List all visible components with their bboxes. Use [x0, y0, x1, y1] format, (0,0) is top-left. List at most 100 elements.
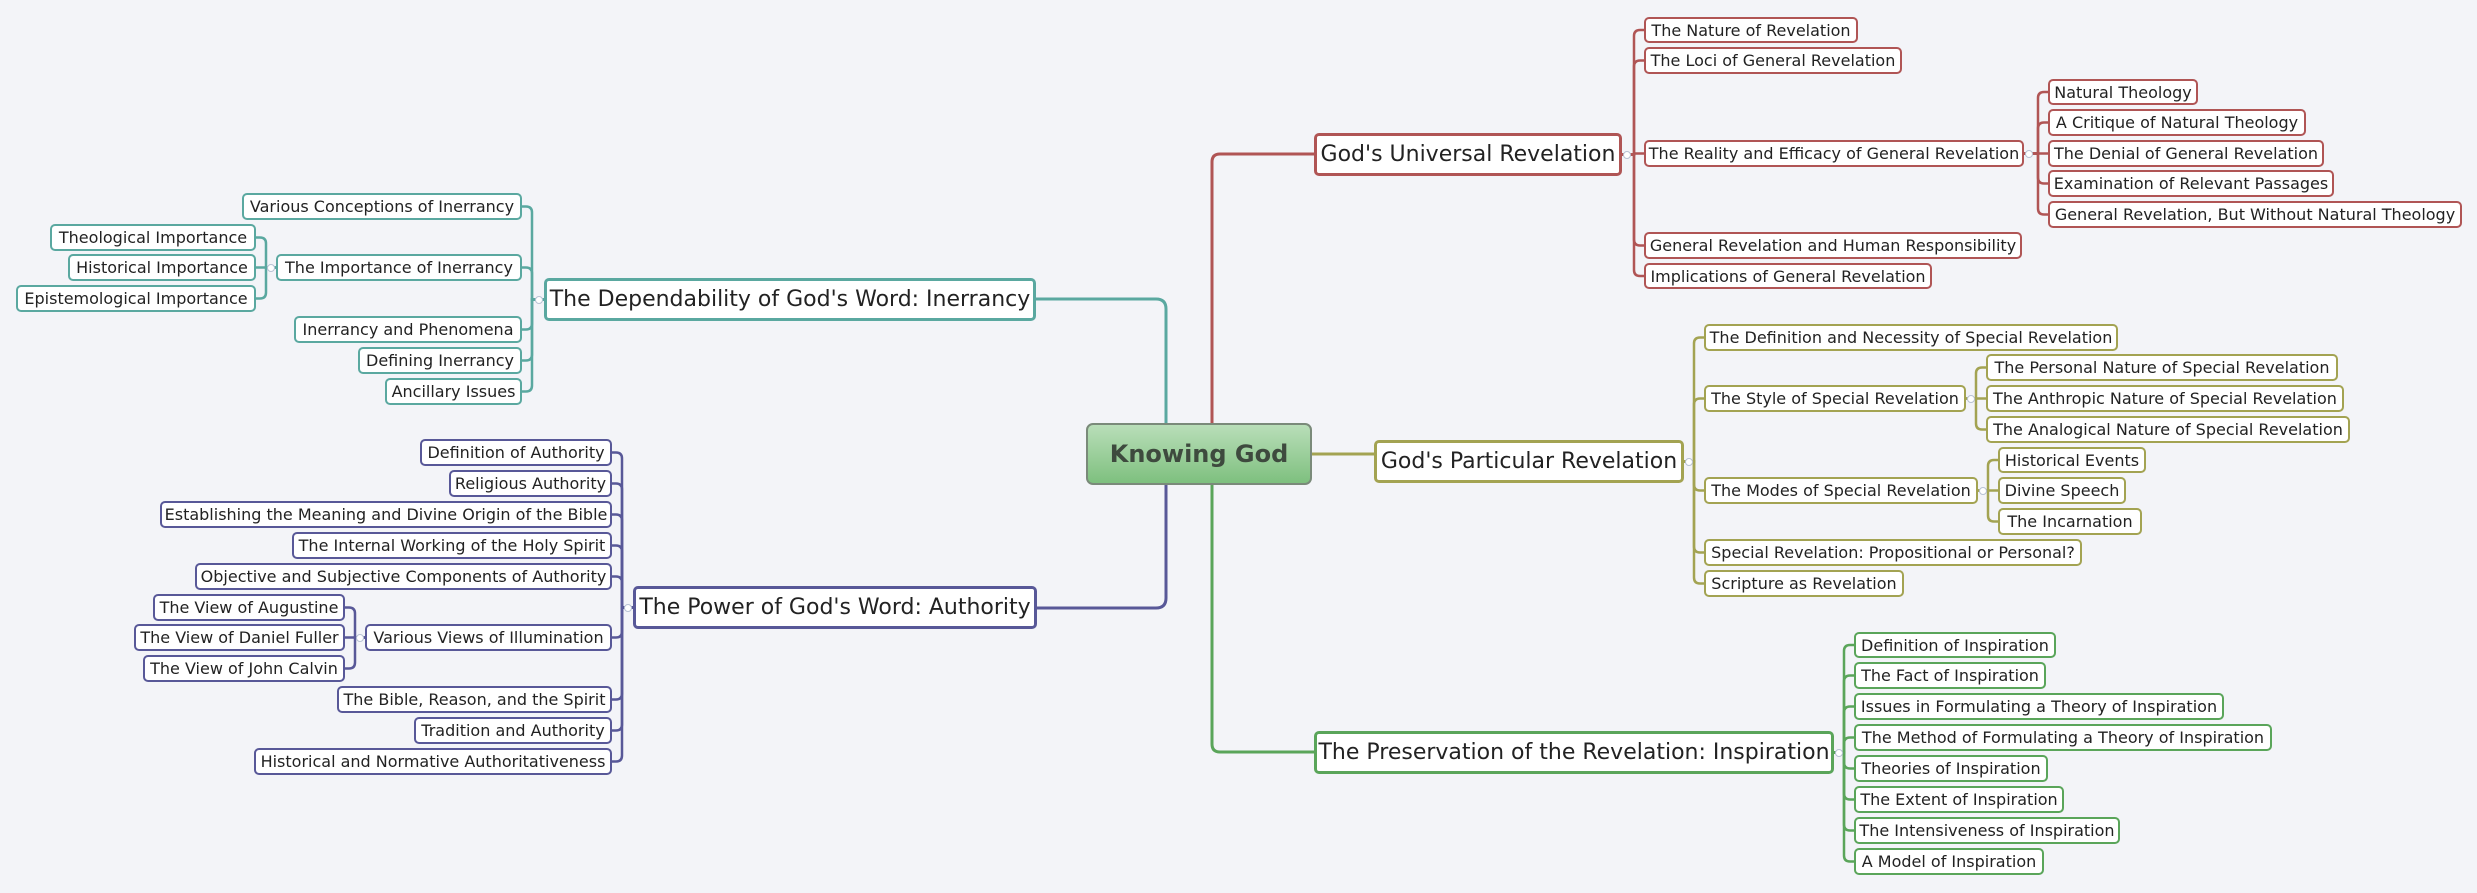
connector-line: [1834, 751, 1854, 863]
connector-line: [612, 606, 633, 763]
subtopic[interactable]: Various Conceptions of Inerrancy: [242, 193, 522, 220]
connector-line: [1037, 485, 1168, 610]
subtopic[interactable]: The Loci of General Revelation: [1644, 47, 1902, 74]
connector-line: [1834, 705, 1854, 754]
subtopic-leaf[interactable]: The Anthropic Nature of Special Revelati…: [1986, 385, 2344, 412]
connector-line: [612, 451, 633, 609]
connector-line: [256, 266, 276, 300]
subtopic[interactable]: The Modes of Special Revelation: [1704, 477, 1978, 504]
subtopic[interactable]: The Internal Working of the Holy Spirit: [292, 532, 612, 559]
connector-line: [612, 544, 633, 609]
collapse-toggle-icon[interactable]: [356, 633, 364, 642]
connector-line: [1622, 153, 1644, 278]
subtopic[interactable]: Defining Inerrancy: [358, 347, 522, 374]
connector-line: [612, 482, 633, 609]
subtopic-leaf[interactable]: Historical Importance: [68, 254, 256, 281]
subtopic-leaf[interactable]: General Revelation, But Without Natural …: [2048, 201, 2462, 228]
subtopic-leaf[interactable]: The Incarnation: [1998, 508, 2142, 535]
subtopic-leaf[interactable]: Natural Theology: [2048, 79, 2198, 105]
connector-line: [1622, 28, 1644, 156]
branch-authority[interactable]: The Power of God's Word: Authority: [633, 586, 1037, 629]
collapse-toggle-icon[interactable]: [535, 295, 543, 304]
subtopic-leaf[interactable]: The Analogical Nature of Special Revelat…: [1986, 416, 2350, 443]
connector-line: [1966, 366, 1986, 400]
branch-inspiration[interactable]: The Preservation of the Revelation: Insp…: [1314, 731, 1834, 774]
connector-line: [2024, 121, 2048, 155]
connector-line: [345, 636, 365, 670]
subtopic[interactable]: The Style of Special Revelation: [1704, 385, 1966, 412]
subtopic[interactable]: The Definition and Necessity of Special …: [1704, 324, 2118, 351]
connector-line: [1210, 152, 1314, 423]
collapse-toggle-icon[interactable]: [267, 263, 275, 272]
branch-universal-revelation[interactable]: God's Universal Revelation: [1314, 133, 1622, 176]
branch-particular-revelation[interactable]: God's Particular Revelation: [1374, 440, 1684, 483]
connector-line: [612, 575, 633, 609]
connector-line: [256, 236, 276, 269]
connector-line: [612, 513, 633, 609]
subtopic[interactable]: Inerrancy and Phenomena: [294, 316, 522, 343]
subtopic[interactable]: The Nature of Revelation: [1644, 17, 1858, 43]
collapse-toggle-icon[interactable]: [1685, 457, 1693, 466]
subtopic-leaf[interactable]: The View of Daniel Fuller: [134, 624, 345, 651]
subtopic-leaf[interactable]: The View of John Calvin: [143, 655, 345, 682]
subtopic[interactable]: The Reality and Efficacy of General Reve…: [1644, 140, 2024, 167]
connector-line: [1834, 643, 1854, 754]
central-topic[interactable]: Knowing God: [1086, 423, 1312, 485]
collapse-toggle-icon[interactable]: [1623, 150, 1631, 159]
subtopic[interactable]: The Method of Formulating a Theory of In…: [1854, 724, 2272, 751]
connector-line: [522, 205, 544, 301]
subtopic[interactable]: Tradition and Authority: [414, 717, 612, 744]
connector-line: [2024, 152, 2048, 185]
subtopic[interactable]: The Fact of Inspiration: [1854, 662, 2046, 689]
collapse-toggle-icon[interactable]: [1979, 486, 1987, 495]
connector-line: [1210, 485, 1314, 754]
subtopic[interactable]: Ancillary Issues: [385, 378, 522, 405]
collapse-toggle-icon[interactable]: [1835, 748, 1843, 757]
connector-line: [1684, 397, 1704, 463]
subtopic[interactable]: Issues in Formulating a Theory of Inspir…: [1854, 693, 2224, 720]
subtopic-leaf[interactable]: Epistemological Importance: [16, 285, 256, 312]
connector-line: [345, 606, 365, 639]
connector-line: [522, 266, 544, 301]
subtopic-leaf[interactable]: Theological Importance: [50, 224, 256, 251]
subtopic[interactable]: The Importance of Inerrancy: [276, 254, 522, 281]
connector-line: [1978, 458, 1998, 492]
connector-line: [1978, 489, 1998, 523]
subtopic[interactable]: Scripture as Revelation: [1704, 570, 1904, 597]
subtopic[interactable]: Special Revelation: Propositional or Per…: [1704, 539, 2082, 566]
connector-line: [1966, 397, 1986, 431]
subtopic[interactable]: Definition of Authority: [420, 439, 612, 466]
subtopic[interactable]: Theories of Inspiration: [1854, 755, 2048, 782]
subtopic[interactable]: Establishing the Meaning and Divine Orig…: [160, 501, 612, 528]
subtopic-leaf[interactable]: A Critique of Natural Theology: [2048, 109, 2306, 136]
collapse-toggle-icon[interactable]: [1967, 394, 1975, 403]
collapse-toggle-icon[interactable]: [624, 603, 632, 612]
subtopic[interactable]: The Bible, Reason, and the Spirit: [337, 686, 612, 713]
connector-line: [2024, 152, 2048, 216]
connector-line: [1684, 460, 1704, 585]
subtopic[interactable]: The Extent of Inspiration: [1854, 786, 2064, 813]
connector-line: [1622, 59, 1644, 156]
subtopic-leaf[interactable]: The Personal Nature of Special Revelatio…: [1986, 354, 2338, 381]
connector-line: [2024, 90, 2048, 155]
subtopic[interactable]: Definition of Inspiration: [1854, 632, 2056, 658]
subtopic[interactable]: A Model of Inspiration: [1854, 848, 2044, 875]
subtopic-leaf[interactable]: Divine Speech: [1998, 477, 2126, 504]
subtopic[interactable]: General Revelation and Human Responsibil…: [1644, 232, 2022, 259]
subtopic[interactable]: Various Views of Illumination: [365, 624, 612, 651]
connector-line: [1036, 297, 1168, 423]
branch-inerrancy[interactable]: The Dependability of God's Word: Inerran…: [544, 278, 1036, 321]
collapse-toggle-icon[interactable]: [2025, 149, 2033, 158]
subtopic-leaf[interactable]: Historical Events: [1998, 447, 2146, 473]
subtopic-leaf[interactable]: Examination of Relevant Passages: [2048, 170, 2334, 197]
subtopic[interactable]: The Intensiveness of Inspiration: [1854, 817, 2120, 844]
subtopic-leaf[interactable]: The View of Augustine: [153, 594, 345, 621]
subtopic[interactable]: Historical and Normative Authoritativene…: [254, 748, 612, 775]
subtopic[interactable]: Objective and Subjective Components of A…: [195, 563, 612, 590]
connector-line: [1684, 336, 1704, 463]
subtopic-leaf[interactable]: The Denial of General Revelation: [2048, 140, 2324, 167]
subtopic[interactable]: Implications of General Revelation: [1644, 263, 1932, 289]
subtopic[interactable]: Religious Authority: [449, 470, 612, 497]
connector-line: [1834, 674, 1854, 754]
